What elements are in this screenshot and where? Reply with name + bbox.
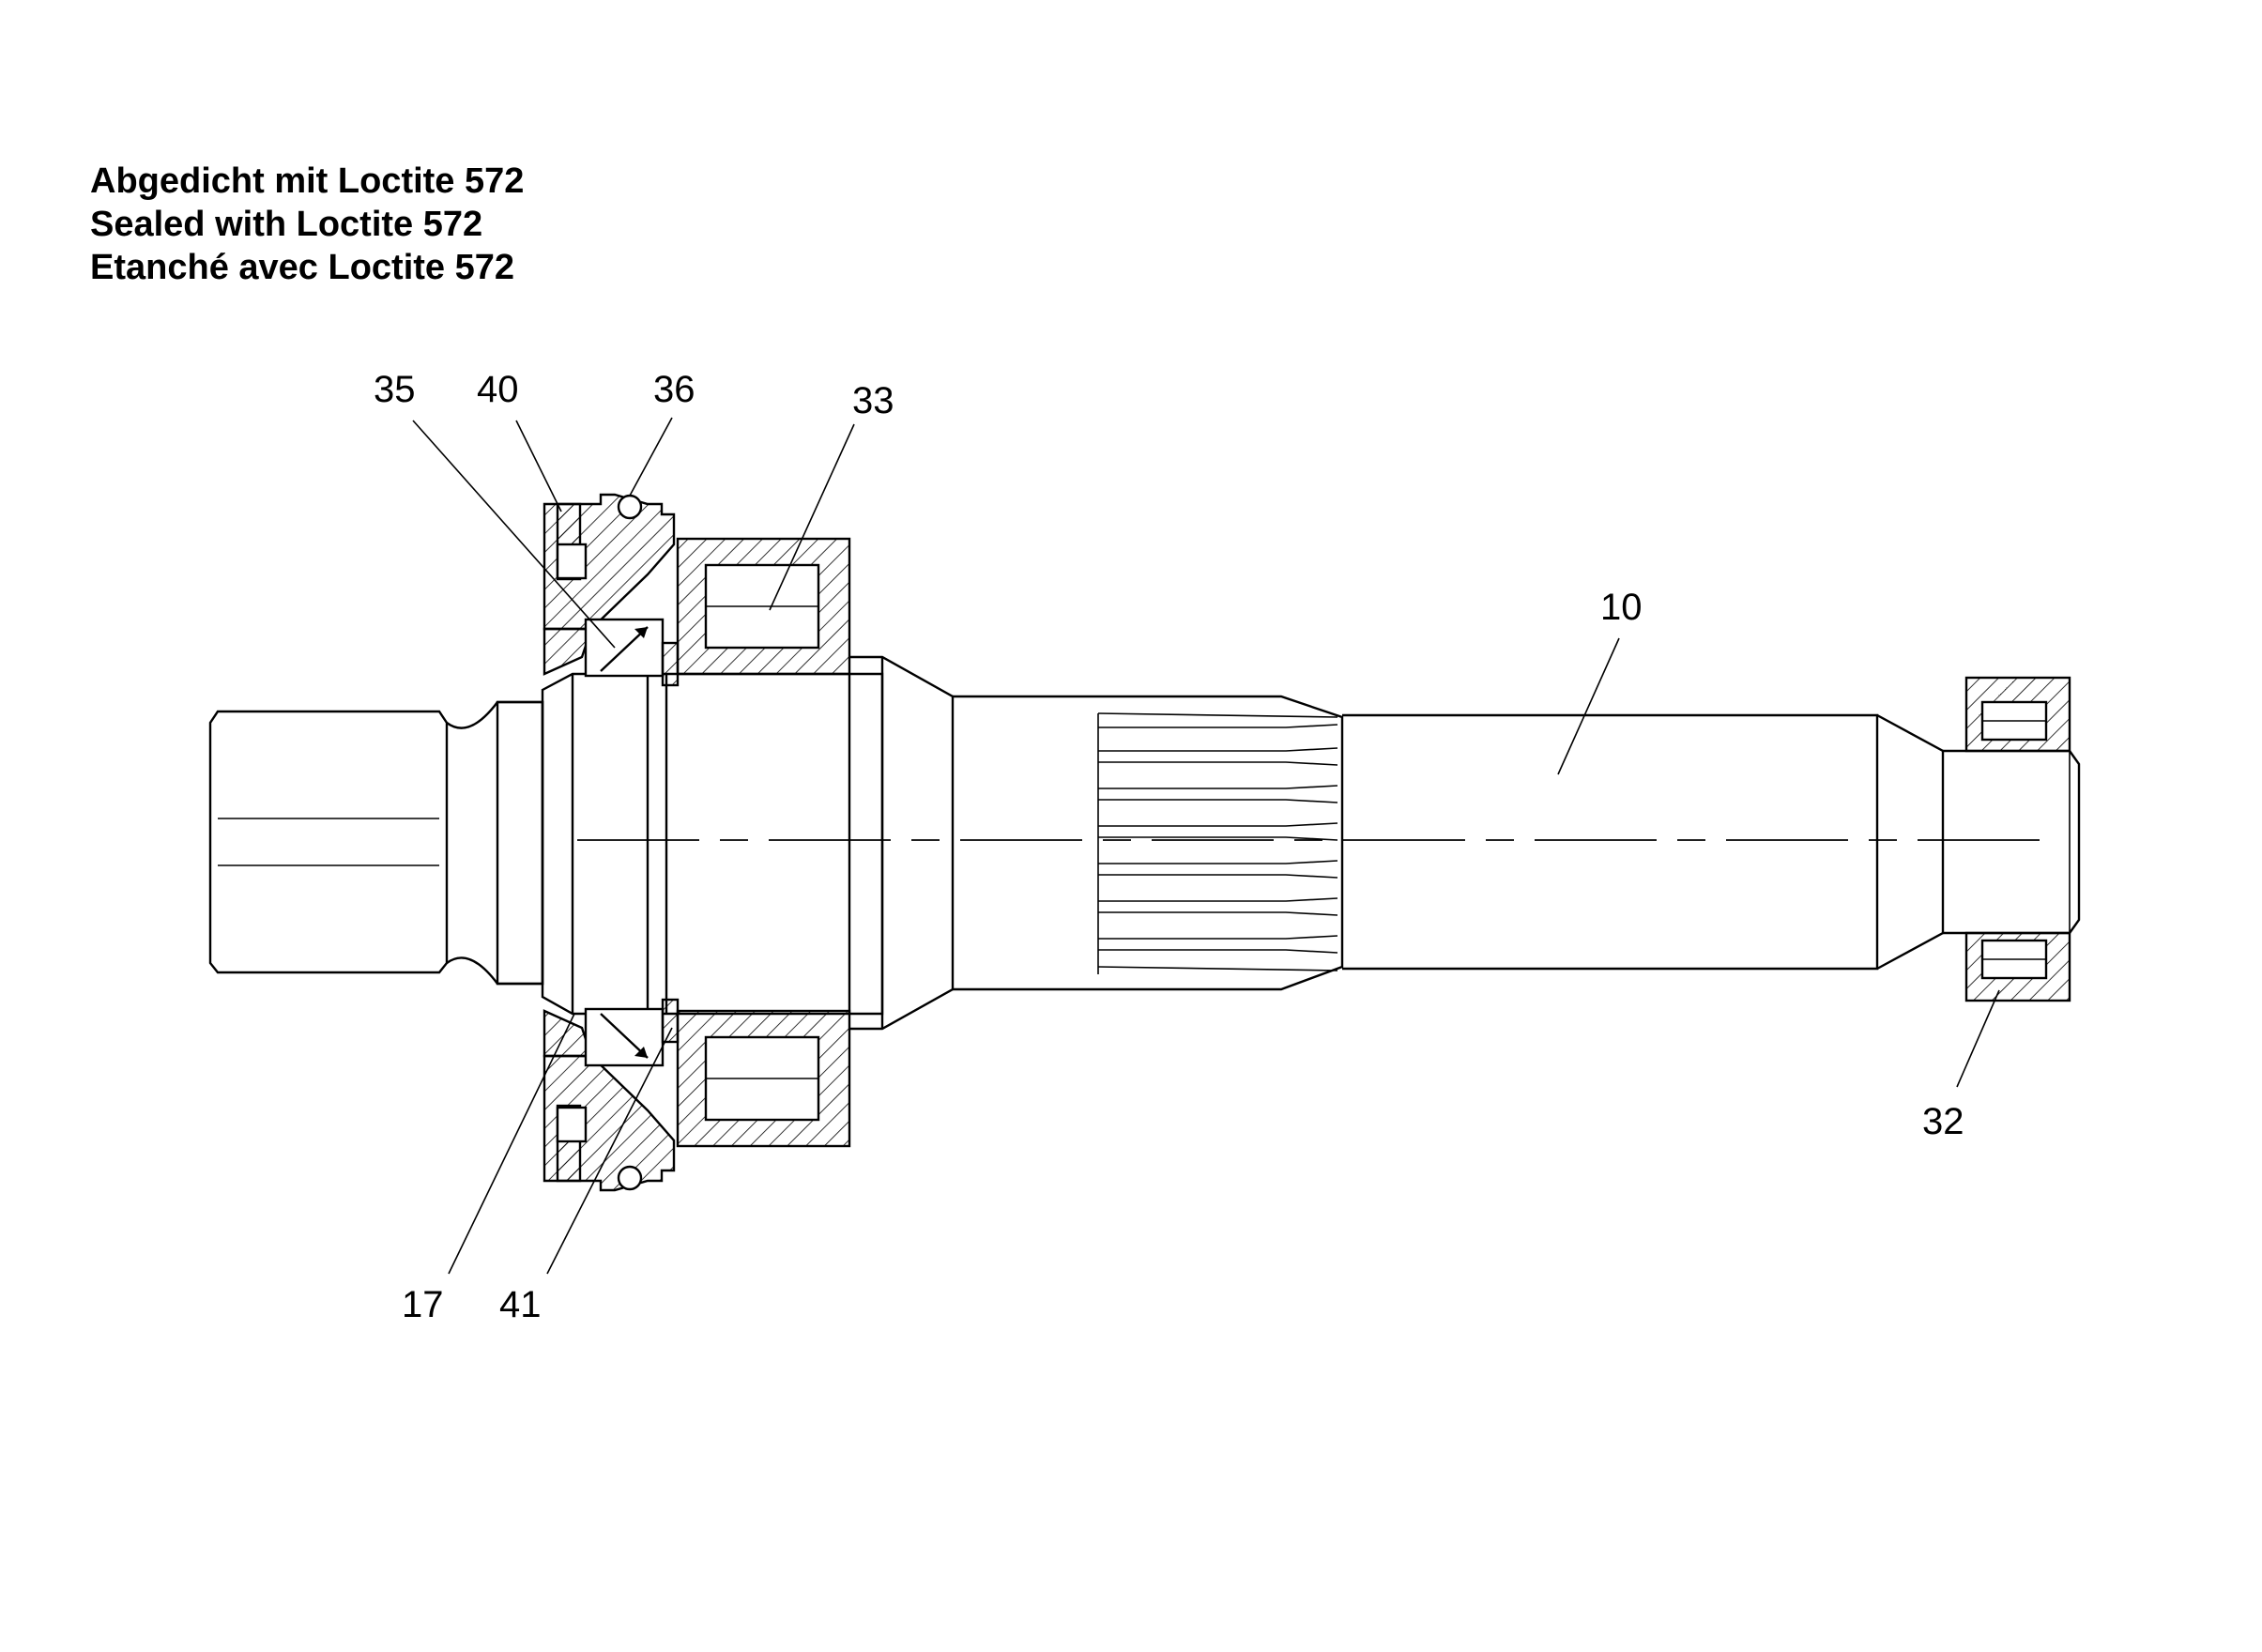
callout-35: 35 <box>374 369 416 410</box>
bearing-housing-bottom <box>543 998 680 1192</box>
spline-end <box>208 700 544 986</box>
callout-32: 32 <box>1922 1101 1964 1142</box>
roller-bearing-33 <box>676 537 851 1148</box>
bearing-housing-top <box>543 493 680 687</box>
callout-labels: 35 40 36 33 10 32 17 41 <box>374 369 1964 1325</box>
callout-10: 10 <box>1600 587 1643 628</box>
note-french: Etanché avec Loctite 572 <box>90 248 514 287</box>
note-english: Sealed with Loctite 572 <box>90 205 483 244</box>
sealing-note: Abgedicht mit Loctite 572 Sealed with Lo… <box>90 160 524 289</box>
callout-33: 33 <box>852 380 894 421</box>
main-shaft <box>496 655 2081 1031</box>
roller-bearing-32 <box>1964 676 2071 1002</box>
spline-grooves <box>1097 712 1338 974</box>
callout-17: 17 <box>402 1284 444 1325</box>
callout-40: 40 <box>477 369 519 410</box>
leader-lines <box>412 417 2000 1275</box>
note-german: Abgedicht mit Loctite 572 <box>90 161 525 201</box>
callout-41: 41 <box>499 1284 542 1325</box>
callout-36: 36 <box>653 369 695 410</box>
